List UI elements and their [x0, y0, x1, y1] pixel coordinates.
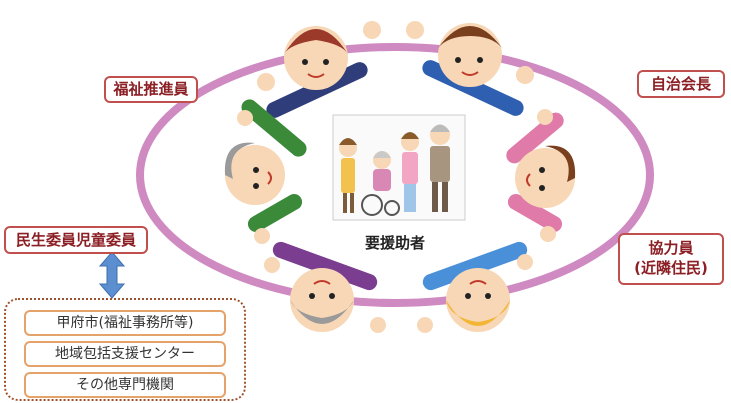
cooperator-label: 協力員 (近隣住民) — [618, 233, 724, 285]
organizations-group — [4, 298, 246, 401]
person-top-right-man — [406, 21, 534, 116]
person-right-woman — [506, 109, 576, 242]
support-ring — [136, 43, 654, 307]
double-arrow-icon — [98, 251, 126, 299]
org-kofu-city: 甲府市(福祉事務所等) — [24, 310, 226, 336]
care-recipient-label: 要援助者 — [365, 234, 426, 252]
commissioner-label: 民生委員児童委員 — [4, 226, 148, 254]
person-top-left-woman — [257, 21, 381, 118]
org-other-agencies: その他専門機関 — [24, 372, 226, 398]
person-left-elder-woman — [224, 99, 307, 244]
cooperator-title: 協力員 — [648, 239, 694, 257]
neighborhood-chair-label: 自治会長 — [637, 70, 725, 98]
cooperator-subtitle: (近隣住民) — [634, 259, 708, 277]
person-bottom-right-child — [417, 241, 533, 333]
welfare-promoter-label: 福祉推進員 — [104, 76, 198, 103]
person-bottom-left-elder-man — [264, 241, 386, 333]
care-recipient-illustration — [332, 114, 466, 221]
org-community-support-center: 地域包括支援センター — [24, 341, 226, 367]
